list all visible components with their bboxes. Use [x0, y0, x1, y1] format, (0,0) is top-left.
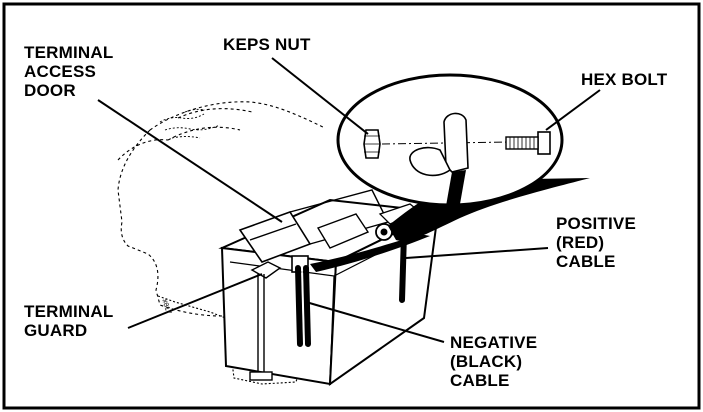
leader-positive-cable [405, 247, 549, 259]
negative-cable-jacket [301, 267, 305, 345]
leader-hex-bolt [545, 89, 601, 131]
leader-negative-cable [305, 301, 445, 343]
hex-bolt-head[interactable] [537, 131, 551, 155]
leader-keps-nut [271, 57, 369, 135]
label-negative-cable-line1: NEGATIVE [450, 333, 538, 352]
battery-top-recess [316, 213, 370, 249]
hex-bolt-threads [509, 137, 535, 149]
label-hex-bolt: HEX BOLT [581, 70, 668, 89]
label-positive-cable-line2: (RED) [556, 233, 605, 252]
terminal-clamp [443, 112, 469, 173]
leader-terminal-access-door [97, 99, 283, 223]
hold-down-nut [249, 371, 273, 381]
label-negative-cable: NEGATIVE (BLACK) CABLE [450, 333, 537, 390]
label-terminal-guard-line2: GUARD [24, 321, 88, 340]
positive-terminal-inner [380, 228, 388, 236]
label-keps-nut: KEPS NUT [223, 35, 311, 54]
label-negative-cable-line3: CABLE [450, 371, 510, 390]
tray-mark-text: #817 [160, 298, 172, 315]
keps-nut-teeth [364, 135, 380, 153]
machine-scribble [159, 108, 221, 139]
label-terminal-access-door: TERMINAL ACCESS DOOR [24, 43, 113, 100]
label-positive-cable-line3: CABLE [556, 252, 616, 271]
terminal-post-base [409, 146, 452, 177]
leader-terminal-guard [127, 273, 263, 329]
negative-cable [295, 265, 311, 347]
machine-outline-dashed [117, 101, 326, 317]
label-terminal-access-door-line3: DOOR [24, 81, 76, 100]
label-terminal-guard-line1: TERMINAL [24, 302, 114, 321]
hold-down-rod [257, 274, 265, 376]
front-cable [310, 234, 430, 272]
label-positive-cable-line1: POSITIVE [556, 214, 637, 233]
cable-lug-in-circle [446, 170, 466, 206]
label-terminal-guard: TERMINAL GUARD [24, 302, 113, 340]
label-terminal-access-door-line2: ACCESS [24, 62, 97, 81]
label-terminal-access-door-line1: TERMINAL [24, 43, 114, 62]
label-positive-cable: POSITIVE (RED) CABLE [556, 214, 636, 271]
front-right-cable-drop [399, 231, 407, 303]
label-negative-cable-line2: (BLACK) [450, 352, 523, 371]
